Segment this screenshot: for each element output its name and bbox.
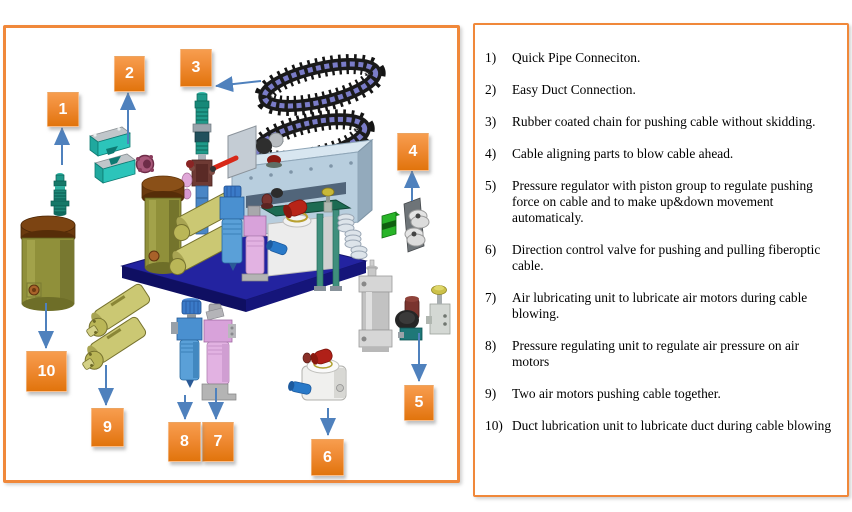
part-label-5-number: 5 xyxy=(414,394,424,411)
legend-item-3-number: 3) xyxy=(485,114,497,129)
legend-item-9-text: Two air motors pushing cable together. xyxy=(512,386,721,401)
spring-coils xyxy=(337,213,368,260)
part-label-7: 7 xyxy=(202,422,234,462)
part-label-1-number: 1 xyxy=(58,100,68,118)
legend-item-5-number: 5) xyxy=(485,178,497,193)
legend-item-6-text: Direction control valve for pushing and … xyxy=(512,242,821,273)
part-air-motor-2 xyxy=(82,316,147,370)
legend-item-9: 9) Two air motors pushing cable together… xyxy=(485,386,839,402)
part-label-5: 5 xyxy=(404,385,434,421)
part-pressure-regulating-unit xyxy=(171,298,203,388)
part-label-3-number: 3 xyxy=(191,59,201,76)
machine-illustration xyxy=(20,54,451,436)
part-label-10-number: 10 xyxy=(37,362,56,380)
part-label-2: 2 xyxy=(114,56,145,92)
blue-knob-installed xyxy=(266,240,288,256)
legend-item-3-text: Rubber coated chain for pushing cable wi… xyxy=(512,114,816,129)
legend-item-8-number: 8) xyxy=(485,338,497,353)
legend-item-8: 8) Pressure regulating unit to regulate … xyxy=(485,338,839,370)
legend-item-1-text: Quick Pipe Conneciton. xyxy=(512,50,641,65)
part-label-9: 9 xyxy=(91,408,124,447)
part-label-8-number: 8 xyxy=(180,433,189,450)
part-pressure-regulator-piston xyxy=(358,259,451,352)
legend-item-7: 7) Air lubricating unit to lubricate air… xyxy=(485,290,839,322)
part-quick-pipe-connector xyxy=(50,173,70,216)
legend-item-4-number: 4) xyxy=(485,146,497,161)
part-label-1: 1 xyxy=(47,92,79,127)
legend-item-1: 1) Quick Pipe Conneciton. xyxy=(485,50,839,66)
legend-item-2: 2) Easy Duct Connection. xyxy=(485,82,839,98)
part-label-4: 4 xyxy=(397,133,429,171)
legend-item-3: 3) Rubber coated chain for pushing cable… xyxy=(485,114,839,130)
part-lubricator-installed xyxy=(241,205,269,282)
part-air-motor-1 xyxy=(86,283,151,337)
red-lever xyxy=(211,155,239,171)
part-label-8: 8 xyxy=(168,422,201,462)
part-label-7-number: 7 xyxy=(213,433,223,450)
part-label-6-number: 6 xyxy=(323,448,332,466)
legend-item-5: 5) Pressure regulator with piston group … xyxy=(485,178,839,226)
part-air-lubricating-unit xyxy=(201,303,237,401)
legend-item-2-number: 2) xyxy=(485,82,497,97)
legend-item-1-number: 1) xyxy=(485,50,497,65)
part-connector-tower xyxy=(181,92,239,235)
part-direction-control-valve xyxy=(288,348,347,401)
part-duct-connection xyxy=(89,126,155,184)
part-label-3: 3 xyxy=(180,49,212,87)
legend-item-7-text: Air lubricating unit to lubricate air mo… xyxy=(512,290,808,321)
label-arrows xyxy=(38,76,427,436)
part-cable-aligning xyxy=(381,197,430,253)
part-label-9-number: 9 xyxy=(103,418,112,436)
legend-item-7-number: 7) xyxy=(485,290,497,305)
diagram-panel: 1 2 3 4 5 6 7 8 9 10 xyxy=(3,25,460,483)
legend-item-4: 4) Cable aligning parts to blow cable ah… xyxy=(485,146,839,162)
part-frl-installed xyxy=(219,185,245,271)
part-rubber-chain-1 xyxy=(254,54,386,116)
legend-item-10-text: Duct lubrication unit to lubricate duct … xyxy=(512,418,832,433)
part-label-4-number: 4 xyxy=(408,143,418,160)
legend-item-8-text: Pressure regulating unit to regulate air… xyxy=(512,338,800,369)
legend-item-6: 6) Direction control valve for pushing a… xyxy=(485,242,839,274)
legend-panel: 1) Quick Pipe Conneciton. 2) Easy Duct C… xyxy=(473,23,849,497)
legend-item-10-number: 10) xyxy=(485,418,503,433)
part-label-10: 10 xyxy=(26,351,67,392)
legend-item-4-text: Cable aligning parts to blow cable ahead… xyxy=(512,146,734,161)
legend-item-5-text: Pressure regulator with piston group to … xyxy=(512,178,813,225)
legend-item-6-number: 6) xyxy=(485,242,497,257)
legend-item-2-text: Easy Duct Connection. xyxy=(512,82,636,97)
part-duct-lubrication-unit xyxy=(20,215,76,311)
part-label-2-number: 2 xyxy=(125,65,134,82)
part-label-6: 6 xyxy=(311,439,344,476)
part-deck-assembly xyxy=(260,187,368,291)
legend-item-9-number: 9) xyxy=(485,386,497,401)
legend-item-10: 10) Duct lubrication unit to lubricate d… xyxy=(485,418,839,434)
